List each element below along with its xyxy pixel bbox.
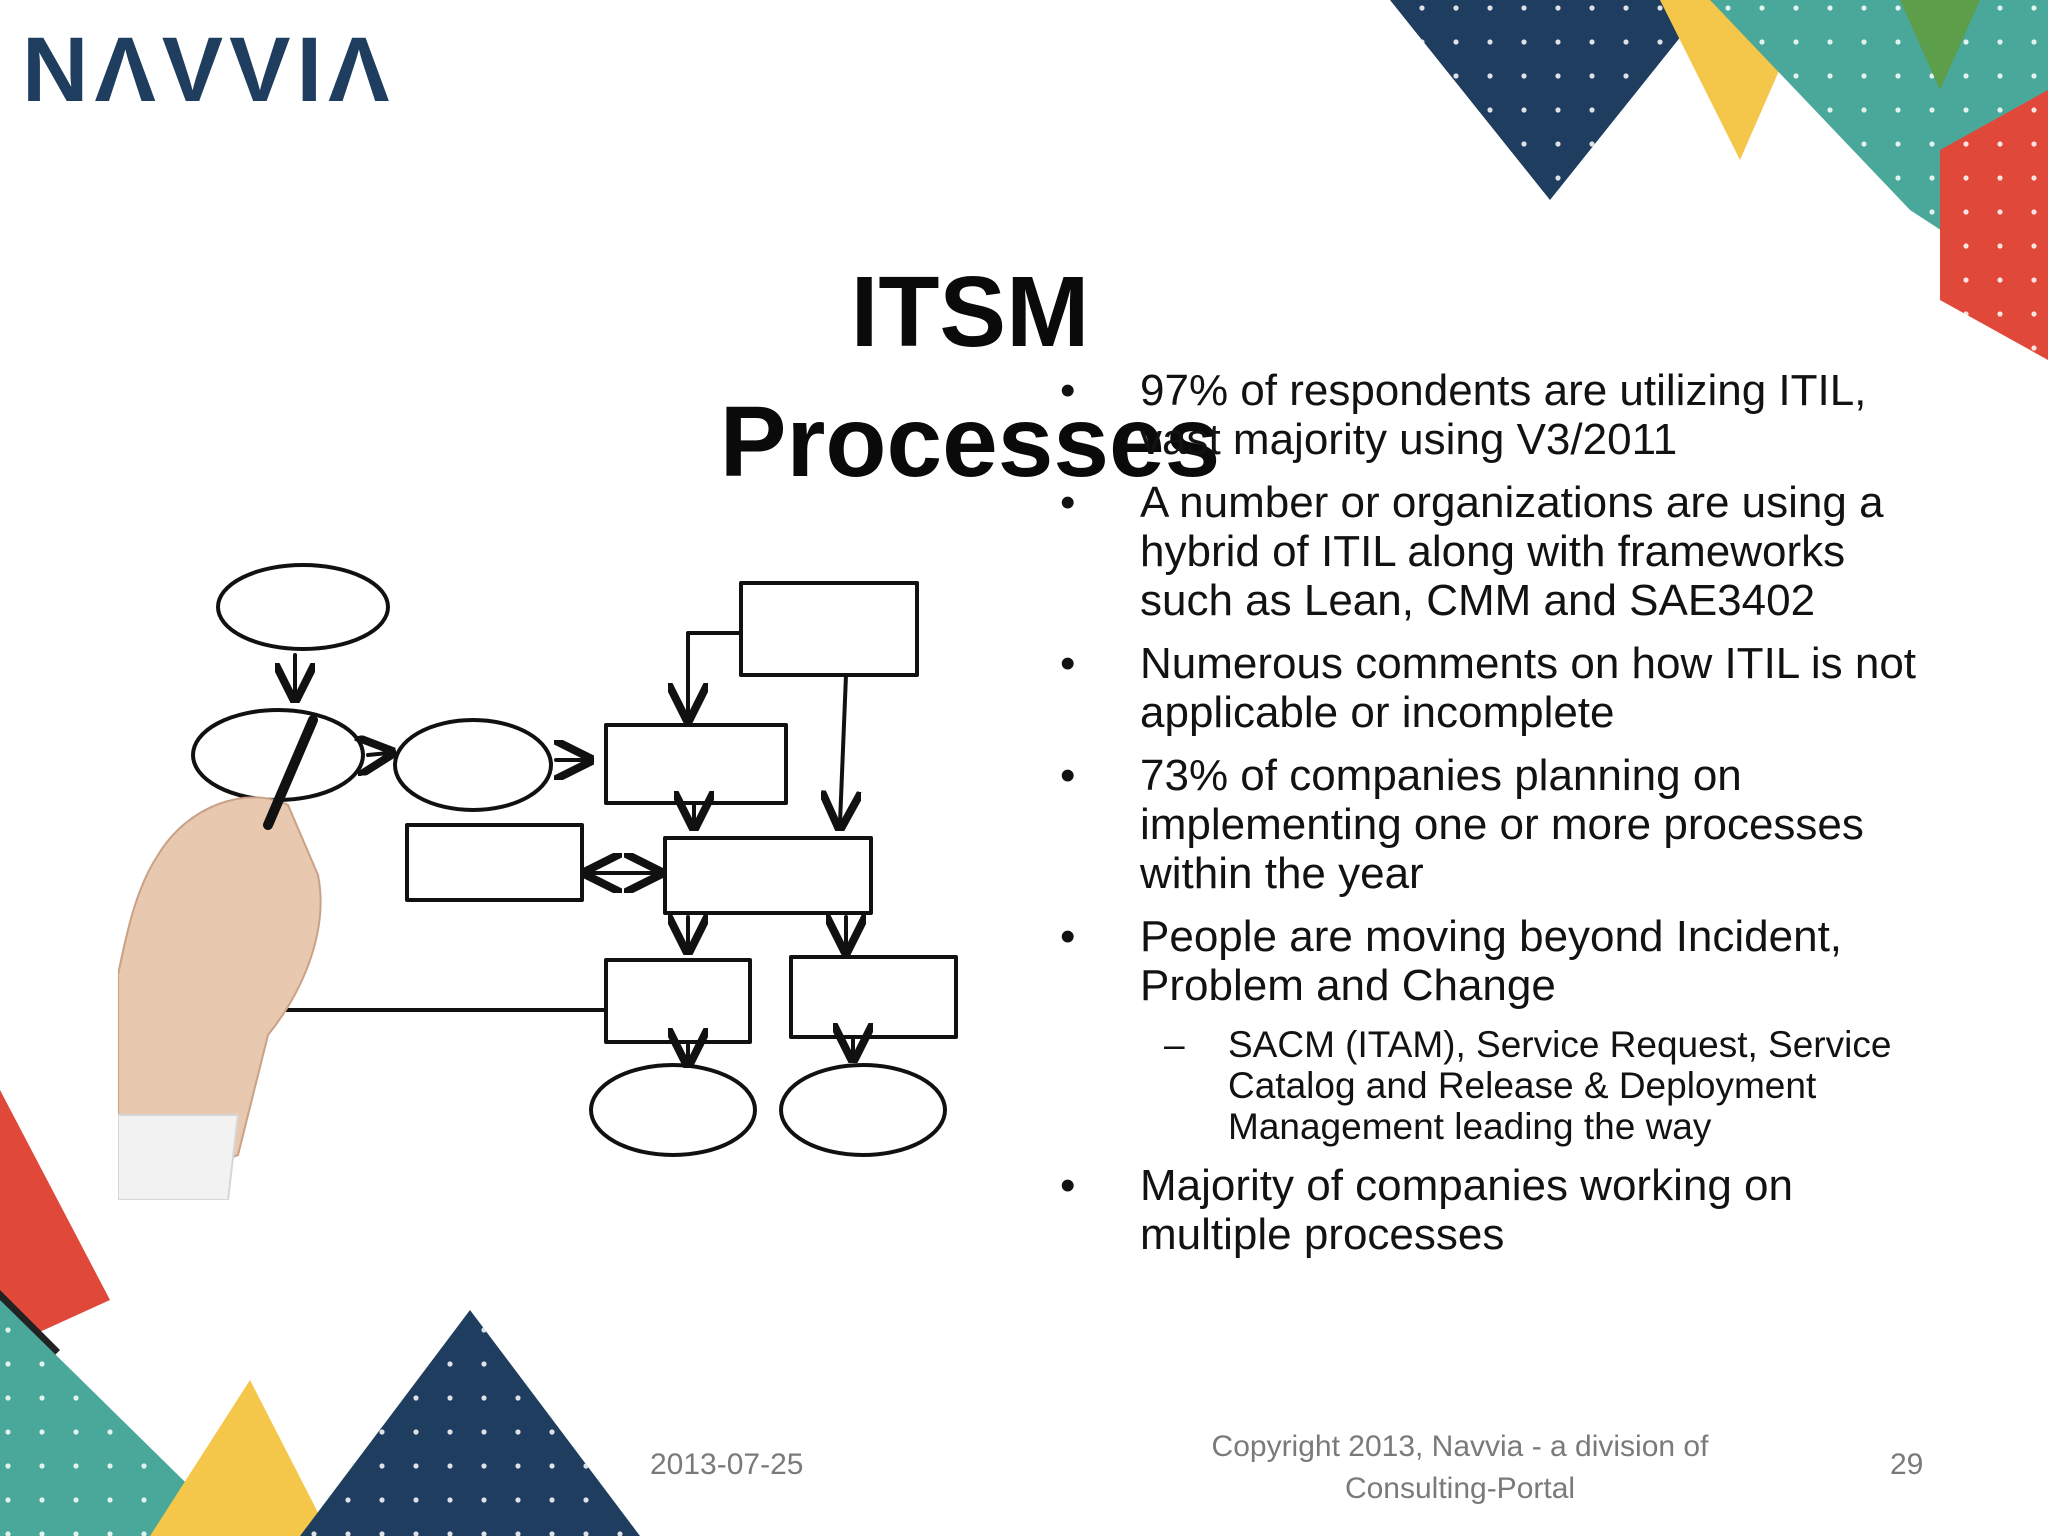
bullet-list: • 97% of respondents are utilizing ITIL,… — [1060, 366, 1940, 1273]
bullet-symbol: • — [1060, 1161, 1076, 1210]
bullet-text: 97% of respondents are utilizing ITIL, v… — [1140, 366, 1867, 464]
bullet-item: • People are moving beyond Incident, Pro… — [1060, 912, 1940, 1010]
footer-date: 2013-07-25 — [650, 1448, 804, 1481]
flowchart-illustration — [118, 563, 958, 1200]
slide-title: ITSM Processes — [719, 256, 1221, 498]
bullet-item: • 73% of companies planning on implement… — [1060, 751, 1940, 898]
bullet-text: Majority of companies working on multipl… — [1140, 1161, 1793, 1259]
slide-number: 29 — [1890, 1448, 1924, 1481]
bullet-symbol: • — [1060, 478, 1076, 527]
decorative-triangles-bottom-left — [0, 1090, 640, 1536]
bullet-text: 73% of companies planning on implementin… — [1140, 751, 1864, 898]
bullet-symbol: • — [1060, 751, 1076, 800]
bullet-text: People are moving beyond Incident, Probl… — [1140, 912, 1843, 1010]
footer-copyright: Copyright 2013, Navvia - a division of C… — [1211, 1430, 1709, 1505]
hand-shape — [118, 796, 322, 1200]
bullet-symbol: • — [1060, 639, 1076, 688]
sub-bullet-item: – SACM (ITAM), Service Request, Service … — [1060, 1024, 1940, 1147]
bullet-item: • Numerous comments on how ITIL is not a… — [1060, 639, 1940, 737]
bullet-text: Numerous comments on how ITIL is not app… — [1140, 639, 1917, 737]
bullet-item: • Majority of companies working on multi… — [1060, 1161, 1940, 1259]
bullet-symbol: • — [1060, 912, 1076, 961]
decorative-triangles-top-right — [1390, 0, 2048, 360]
navvia-logo: NΛVVIΛ — [22, 19, 396, 121]
bullet-item: • A number or organizations are using a … — [1060, 478, 1940, 625]
bullet-text: A number or organizations are using a hy… — [1140, 478, 1884, 625]
bullet-symbol: • — [1060, 366, 1076, 415]
sub-bullet-text: SACM (ITAM), Service Request, Service Ca… — [1228, 1024, 1892, 1147]
marker-pen — [263, 715, 318, 830]
bullet-item: • 97% of respondents are utilizing ITIL,… — [1060, 366, 1940, 464]
shirt-cuff — [118, 1114, 240, 1200]
sub-bullet-symbol: – — [1164, 1024, 1185, 1065]
